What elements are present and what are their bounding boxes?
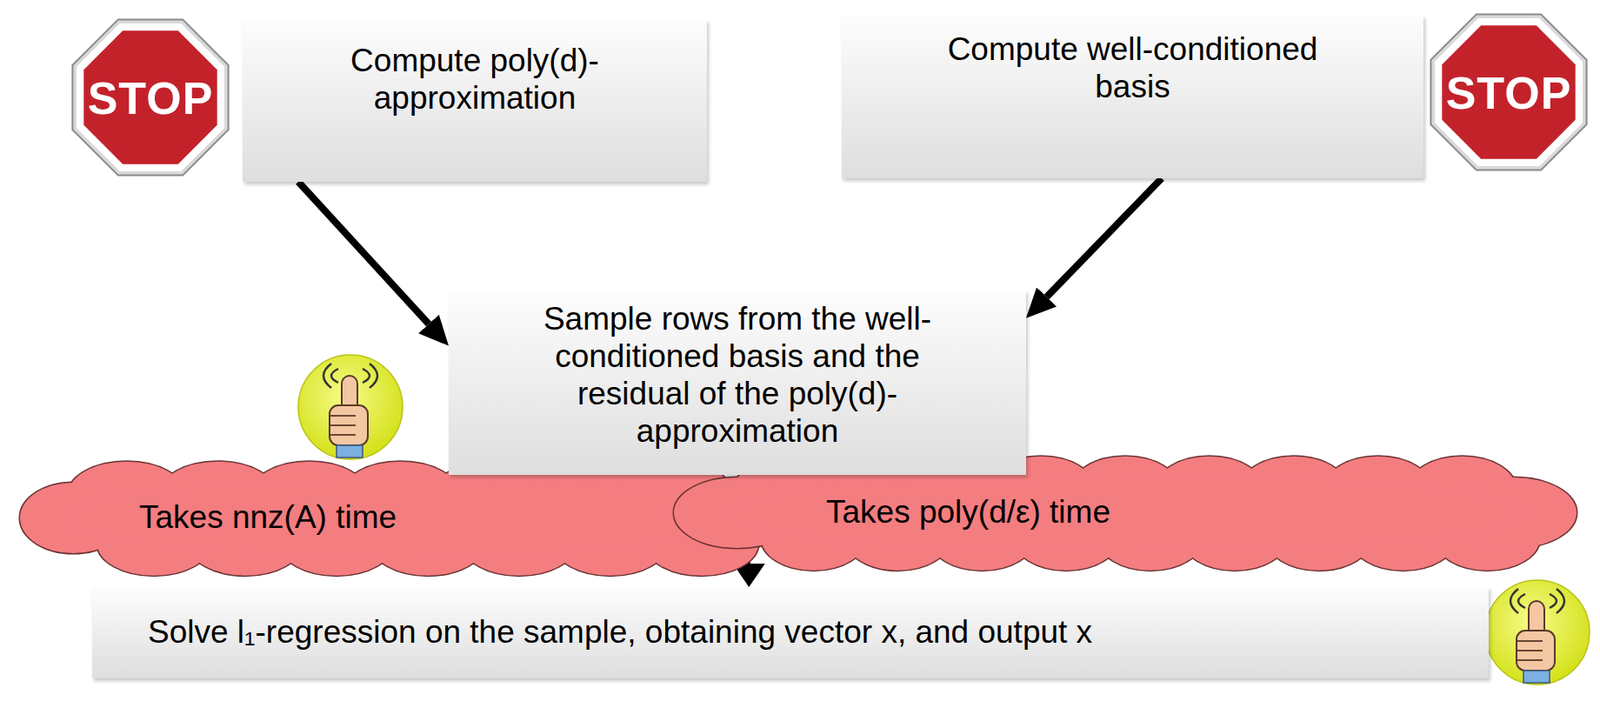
stop-sign-text: STOP: [1446, 66, 1573, 120]
stop-sign: [72, 19, 228, 175]
flow-arrow: [1046, 178, 1162, 297]
node-text: Compute well-conditioned basis: [906, 31, 1359, 107]
node-text: Compute poly(d)-approximation: [268, 42, 681, 118]
flow-arrow: [298, 181, 429, 325]
node-text: Sample rows from the well-conditioned ba…: [502, 300, 973, 451]
thumbs-up-icon: [1485, 580, 1590, 685]
node-text: Takes nnz(A) time: [139, 499, 764, 537]
stop-sign-text: STOP: [87, 72, 214, 125]
cloud-shape: [20, 459, 781, 577]
process-box: Sample rows from the well-conditioned ba…: [448, 290, 1027, 475]
process-box: Compute well-conditioned basis: [841, 15, 1424, 179]
output-box: Solve l₁-regression on the sample, obtai…: [92, 586, 1489, 679]
process-box: Compute poly(d)-approximation: [242, 20, 707, 182]
node-text: Solve l₁-regression on the sample, obtai…: [147, 613, 1472, 652]
thumbs-up-icon: [298, 354, 403, 460]
stop-sign: [1430, 13, 1587, 170]
node-text: Takes poly(d/ε) time: [826, 493, 1560, 532]
cost-cloud: Takes nnz(A) time: [20, 459, 781, 577]
